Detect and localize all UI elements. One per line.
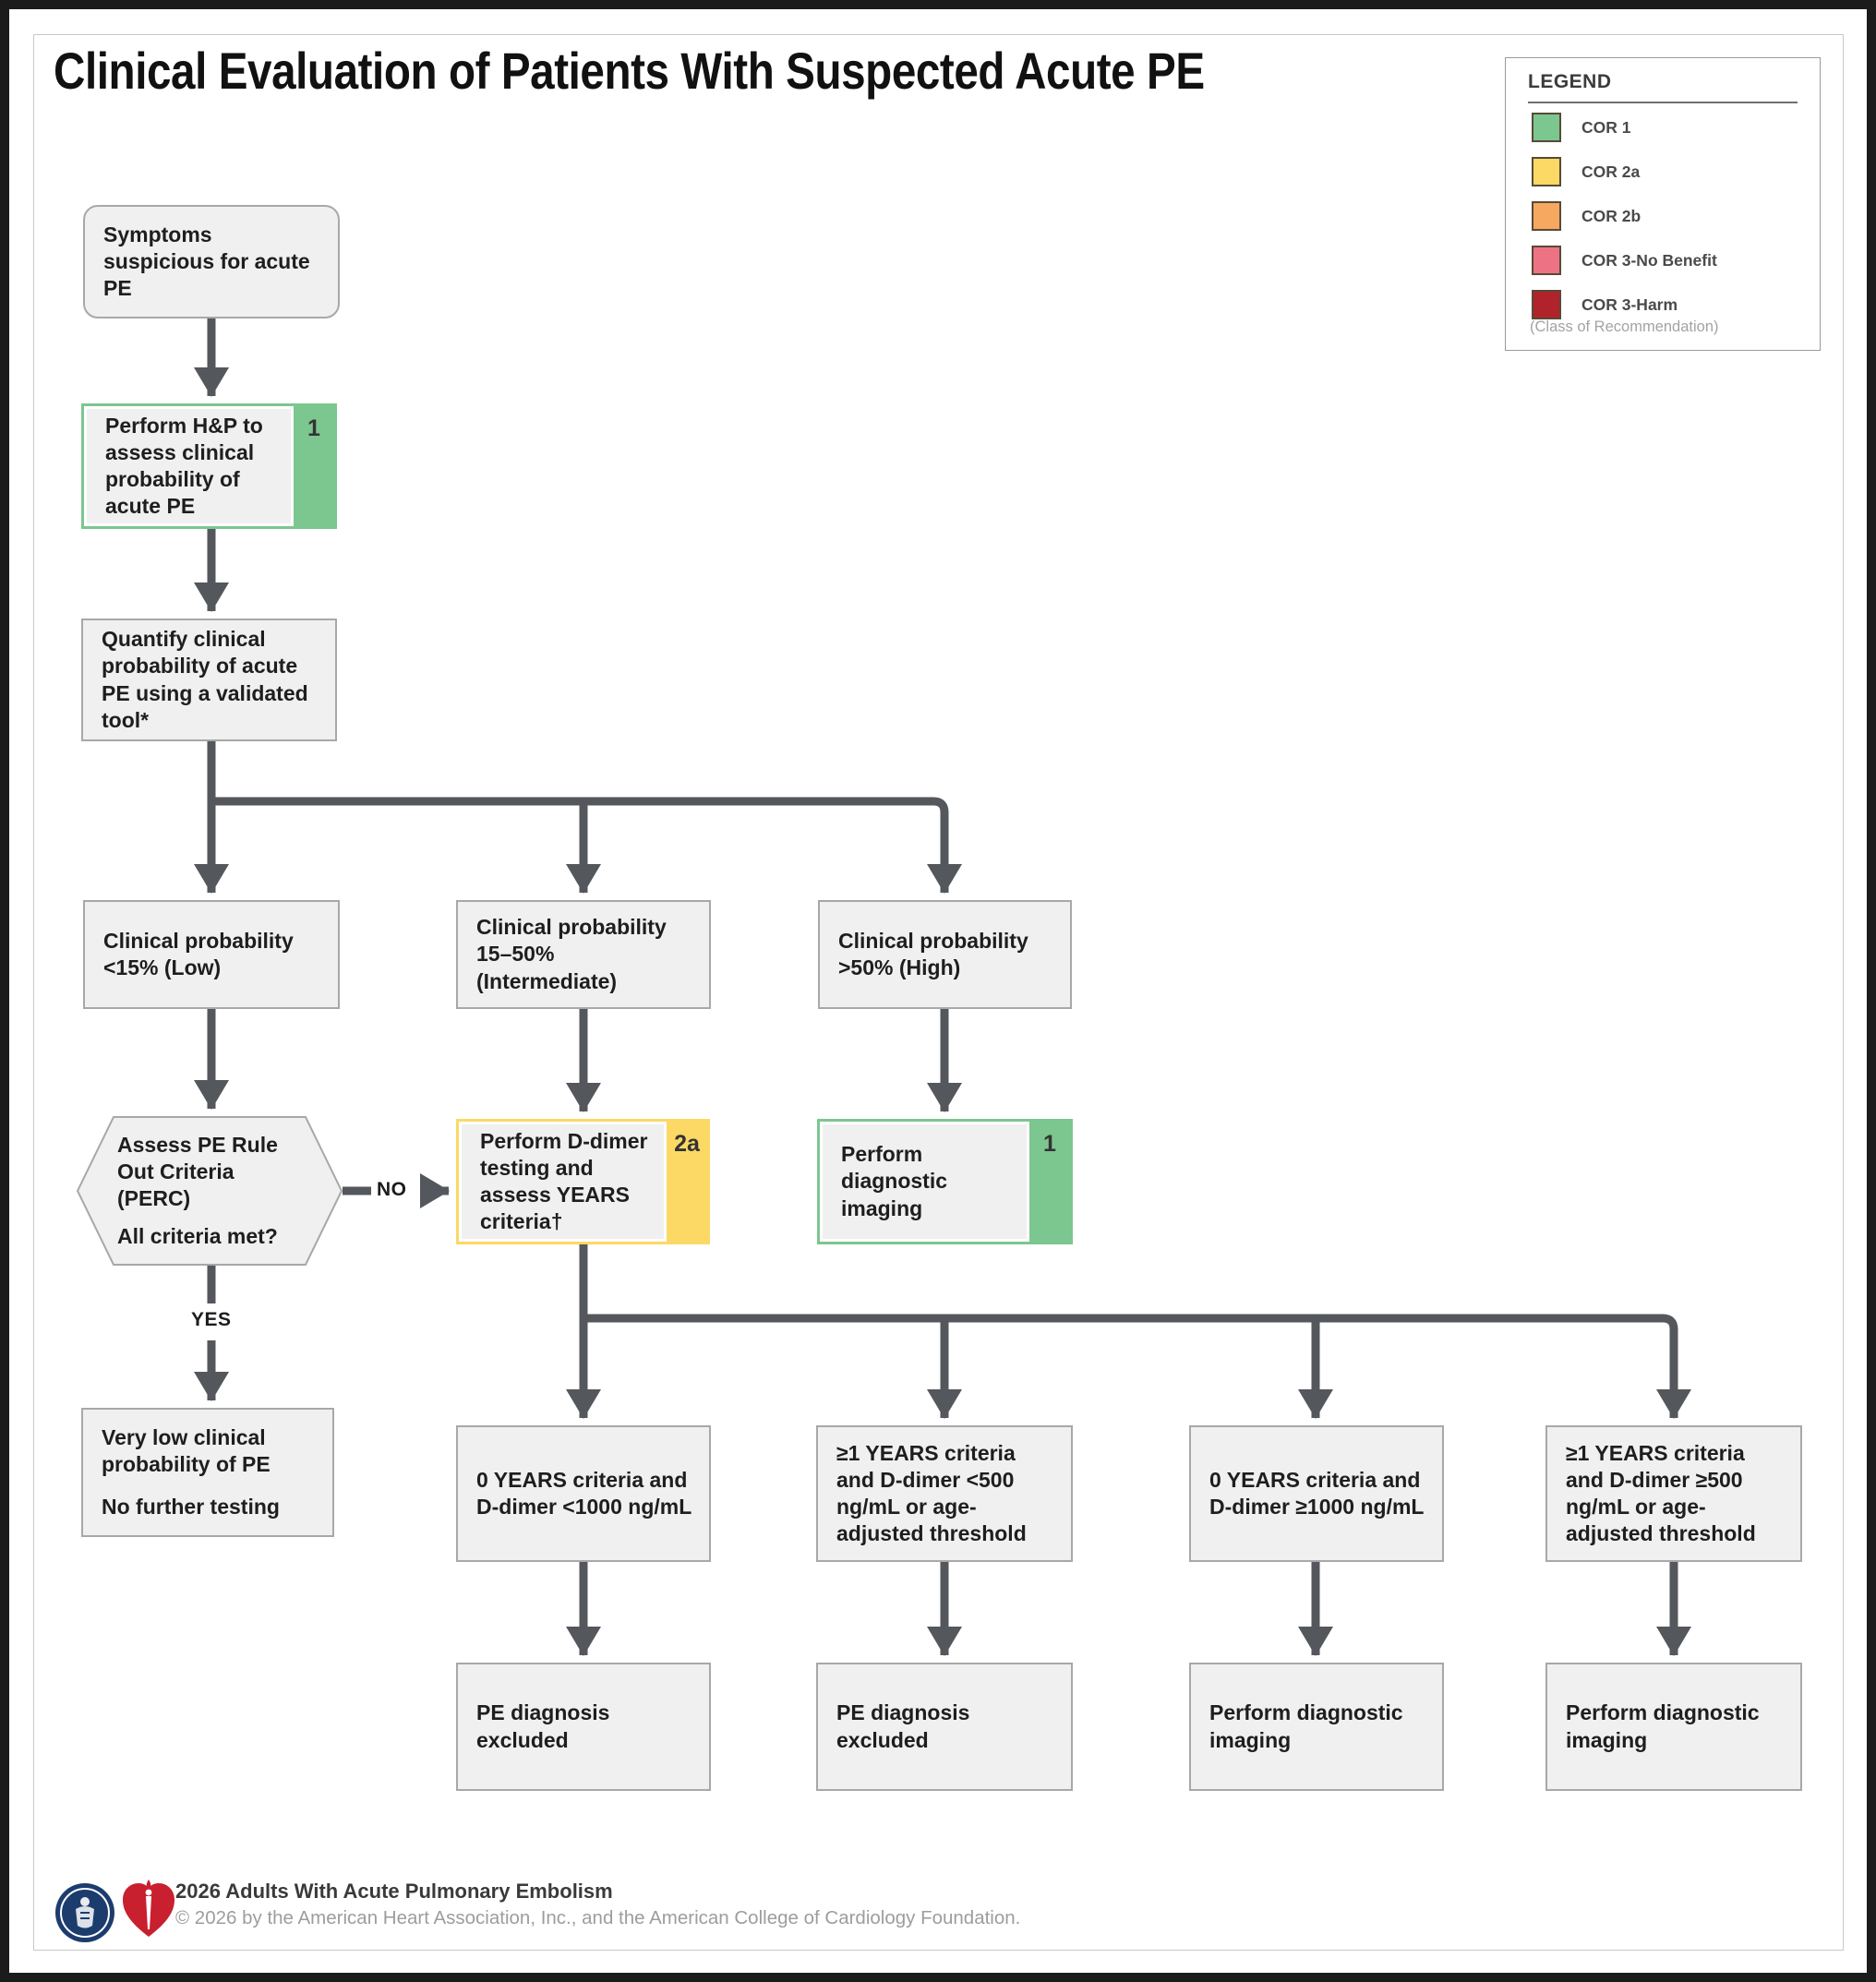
- edge-label-yes: YES: [191, 1309, 232, 1330]
- node-years0-low-label: 0 YEARS criteria and D-dimer <1000 ng/mL: [476, 1467, 692, 1519]
- cor-badge-1b: 1: [1029, 1122, 1070, 1242]
- node-years1-high-label: ≥1 YEARS criteria and D-dimer ≥500 ng/mL…: [1566, 1440, 1756, 1546]
- node-quantify-label: Quantify clinical probability of acute P…: [102, 627, 308, 732]
- node-years1-low: ≥1 YEARS criteria and D-dimer <500 ng/mL…: [816, 1425, 1073, 1562]
- aha-logo: [122, 1878, 175, 1949]
- legend-item-label: COR 1: [1581, 117, 1631, 137]
- node-imaging-3: Perform diagnostic imaging: [1545, 1663, 1802, 1791]
- node-ddimer: Perform D-dimer testing and assess YEARS…: [456, 1119, 710, 1244]
- legend-item-cor2a: COR 2a: [1532, 156, 1799, 187]
- node-prob-intermediate-label: Clinical probability 15–50% (Intermediat…: [476, 915, 667, 993]
- node-perform-hp: Perform H&P to assess clinical probabili…: [81, 403, 337, 529]
- legend-item-cor3harm: COR 3-Harm: [1532, 289, 1799, 320]
- node-prob-high-label: Clinical probability >50% (High): [838, 928, 1028, 979]
- legend-item-label: COR 2b: [1581, 206, 1642, 225]
- node-years1-high: ≥1 YEARS criteria and D-dimer ≥500 ng/mL…: [1545, 1425, 1802, 1562]
- cor2a-swatch: [1532, 157, 1561, 186]
- cor3-no-benefit-swatch: [1532, 246, 1561, 275]
- legend-item-label: COR 2a: [1581, 162, 1641, 181]
- legend-item-label: COR 3-No Benefit: [1581, 250, 1717, 270]
- node-perc-line1: Assess PE Rule Out Criteria (PERC): [117, 1132, 278, 1210]
- node-symptoms-label: Symptoms suspicious for acute PE: [103, 222, 310, 301]
- node-ddimer-label: Perform D-dimer testing and assess YEARS…: [480, 1128, 648, 1234]
- node-excluded-2-label: PE diagnosis excluded: [836, 1700, 970, 1752]
- node-excluded-2: PE diagnosis excluded: [816, 1663, 1073, 1791]
- node-imaging-2: Perform diagnostic imaging: [1189, 1663, 1444, 1791]
- node-prob-low: Clinical probability <15% (Low): [83, 900, 340, 1009]
- node-perc-decision: Assess PE Rule Out Criteria (PERC) All c…: [76, 1116, 343, 1266]
- node-imaging-2-label: Perform diagnostic imaging: [1209, 1700, 1403, 1752]
- node-imaging-high-label: Perform diagnostic imaging: [841, 1142, 948, 1220]
- cor1-swatch: [1532, 113, 1561, 142]
- node-very-low-line2: No further testing: [102, 1495, 280, 1520]
- hexagon-shape: [76, 1116, 343, 1266]
- node-symptoms: Symptoms suspicious for acute PE: [83, 205, 340, 318]
- node-imaging-3-label: Perform diagnostic imaging: [1566, 1700, 1760, 1752]
- node-perc-line2: All criteria met?: [117, 1224, 278, 1249]
- node-very-low-line1: Very low clinical probability of PE: [102, 1424, 271, 1476]
- node-prob-low-label: Clinical probability <15% (Low): [103, 928, 294, 979]
- edge-label-no: NO: [377, 1179, 407, 1200]
- legend-title: LEGEND: [1528, 71, 1612, 92]
- cor-badge-1: 1: [294, 406, 334, 526]
- node-years0-high-label: 0 YEARS criteria and D-dimer ≥1000 ng/mL: [1209, 1467, 1425, 1519]
- footer-title: 2026 Adults With Acute Pulmonary Embolis…: [175, 1880, 613, 1903]
- legend-item-label: COR 3-Harm: [1581, 294, 1678, 314]
- node-excluded-1-label: PE diagnosis excluded: [476, 1700, 610, 1752]
- node-prob-high: Clinical probability >50% (High): [818, 900, 1072, 1009]
- node-perform-hp-label: Perform H&P to assess clinical probabili…: [105, 413, 263, 519]
- node-imaging-high: Perform diagnostic imaging 1: [817, 1119, 1073, 1244]
- acc-logo: [54, 1881, 116, 1949]
- node-years1-low-label: ≥1 YEARS criteria and D-dimer <500 ng/mL…: [836, 1440, 1027, 1546]
- cor-badge-2a: 2a: [667, 1122, 707, 1242]
- node-years0-high: 0 YEARS criteria and D-dimer ≥1000 ng/mL: [1189, 1425, 1444, 1562]
- node-excluded-1: PE diagnosis excluded: [456, 1663, 711, 1791]
- legend-box: LEGEND COR 1 COR 2a COR 2b COR 3-No Bene…: [1505, 57, 1821, 351]
- footer-copyright: © 2026 by the American Heart Association…: [175, 1907, 1021, 1928]
- page-title: Clinical Evaluation of Patients With Sus…: [54, 42, 1205, 100]
- node-years0-low: 0 YEARS criteria and D-dimer <1000 ng/mL: [456, 1425, 711, 1562]
- node-quantify: Quantify clinical probability of acute P…: [81, 619, 337, 741]
- legend-divider: [1528, 102, 1798, 103]
- cor2b-swatch: [1532, 201, 1561, 231]
- legend-item-cor1: COR 1: [1532, 112, 1799, 143]
- cor3-harm-swatch: [1532, 290, 1561, 319]
- legend-item-cor3nb: COR 3-No Benefit: [1532, 245, 1799, 276]
- node-very-low: Very low clinical probability of PE No f…: [81, 1408, 334, 1537]
- node-prob-intermediate: Clinical probability 15–50% (Intermediat…: [456, 900, 711, 1009]
- legend-caption: (Class of Recommendation): [1530, 318, 1719, 335]
- legend-item-cor2b: COR 2b: [1532, 200, 1799, 232]
